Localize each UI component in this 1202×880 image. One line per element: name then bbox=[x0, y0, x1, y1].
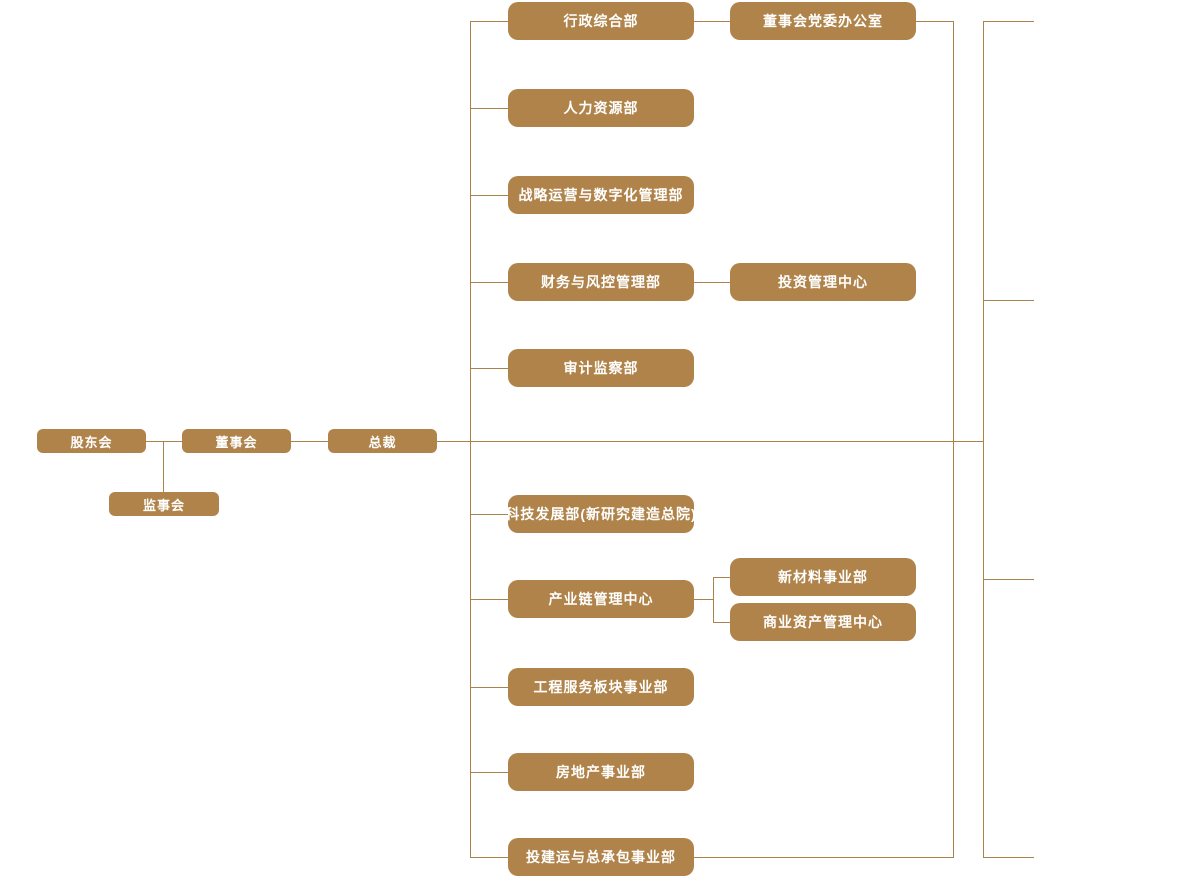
connector-line bbox=[916, 21, 953, 22]
connector-line bbox=[983, 300, 1034, 301]
connector-line bbox=[713, 622, 730, 623]
connector-line bbox=[437, 441, 983, 442]
node-engineering-services-division: 工程服务板块事业部 bbox=[508, 668, 694, 706]
node-finance-risk-mgmt-dept: 财务与风控管理部 bbox=[508, 263, 694, 301]
connector-line bbox=[713, 577, 730, 578]
node-investment-mgmt-center: 投资管理中心 bbox=[730, 263, 916, 301]
connector-line bbox=[470, 857, 508, 858]
connector-line bbox=[983, 21, 984, 858]
node-board-party-office: 董事会党委办公室 bbox=[730, 2, 916, 40]
connector-line bbox=[146, 441, 182, 442]
connector-line bbox=[470, 21, 508, 22]
node-shareholders-meeting: 股东会 bbox=[37, 429, 146, 453]
node-tech-development-dept: 科技发展部(新研究建造总院) bbox=[505, 495, 696, 533]
node-industry-chain-mgmt-center: 产业链管理中心 bbox=[508, 580, 694, 618]
connector-line bbox=[713, 577, 714, 623]
connector-line bbox=[694, 857, 953, 858]
node-real-estate-division: 房地产事业部 bbox=[508, 753, 694, 791]
connector-line bbox=[470, 368, 508, 369]
connector-line bbox=[694, 599, 713, 600]
node-strategy-digital-mgmt-dept: 战略运营与数字化管理部 bbox=[508, 176, 694, 214]
node-admin-general-dept: 行政综合部 bbox=[508, 2, 694, 40]
connector-line bbox=[983, 21, 1034, 22]
node-human-resources-dept: 人力资源部 bbox=[508, 89, 694, 127]
node-invest-build-epc-division: 投建运与总承包事业部 bbox=[508, 838, 694, 876]
node-president: 总裁 bbox=[328, 429, 437, 453]
connector-line bbox=[470, 514, 508, 515]
connector-line bbox=[470, 282, 508, 283]
connector-line bbox=[470, 687, 508, 688]
connector-line bbox=[470, 108, 508, 109]
connector-line bbox=[694, 21, 730, 22]
node-board-of-directors: 董事会 bbox=[182, 429, 291, 453]
connector-line bbox=[470, 772, 508, 773]
connector-line bbox=[291, 441, 328, 442]
connector-line bbox=[983, 579, 1034, 580]
connector-line bbox=[470, 599, 508, 600]
node-supervisory-board: 监事会 bbox=[109, 492, 219, 516]
connector-line bbox=[694, 282, 730, 283]
node-commercial-assets-center: 商业资产管理中心 bbox=[730, 603, 916, 641]
connector-line bbox=[470, 21, 471, 858]
node-audit-supervision-dept: 审计监察部 bbox=[508, 349, 694, 387]
connector-line bbox=[163, 441, 164, 492]
connector-line bbox=[470, 195, 508, 196]
node-new-materials-division: 新材料事业部 bbox=[730, 558, 916, 596]
connector-line bbox=[953, 21, 954, 858]
connector-line bbox=[983, 857, 1034, 858]
